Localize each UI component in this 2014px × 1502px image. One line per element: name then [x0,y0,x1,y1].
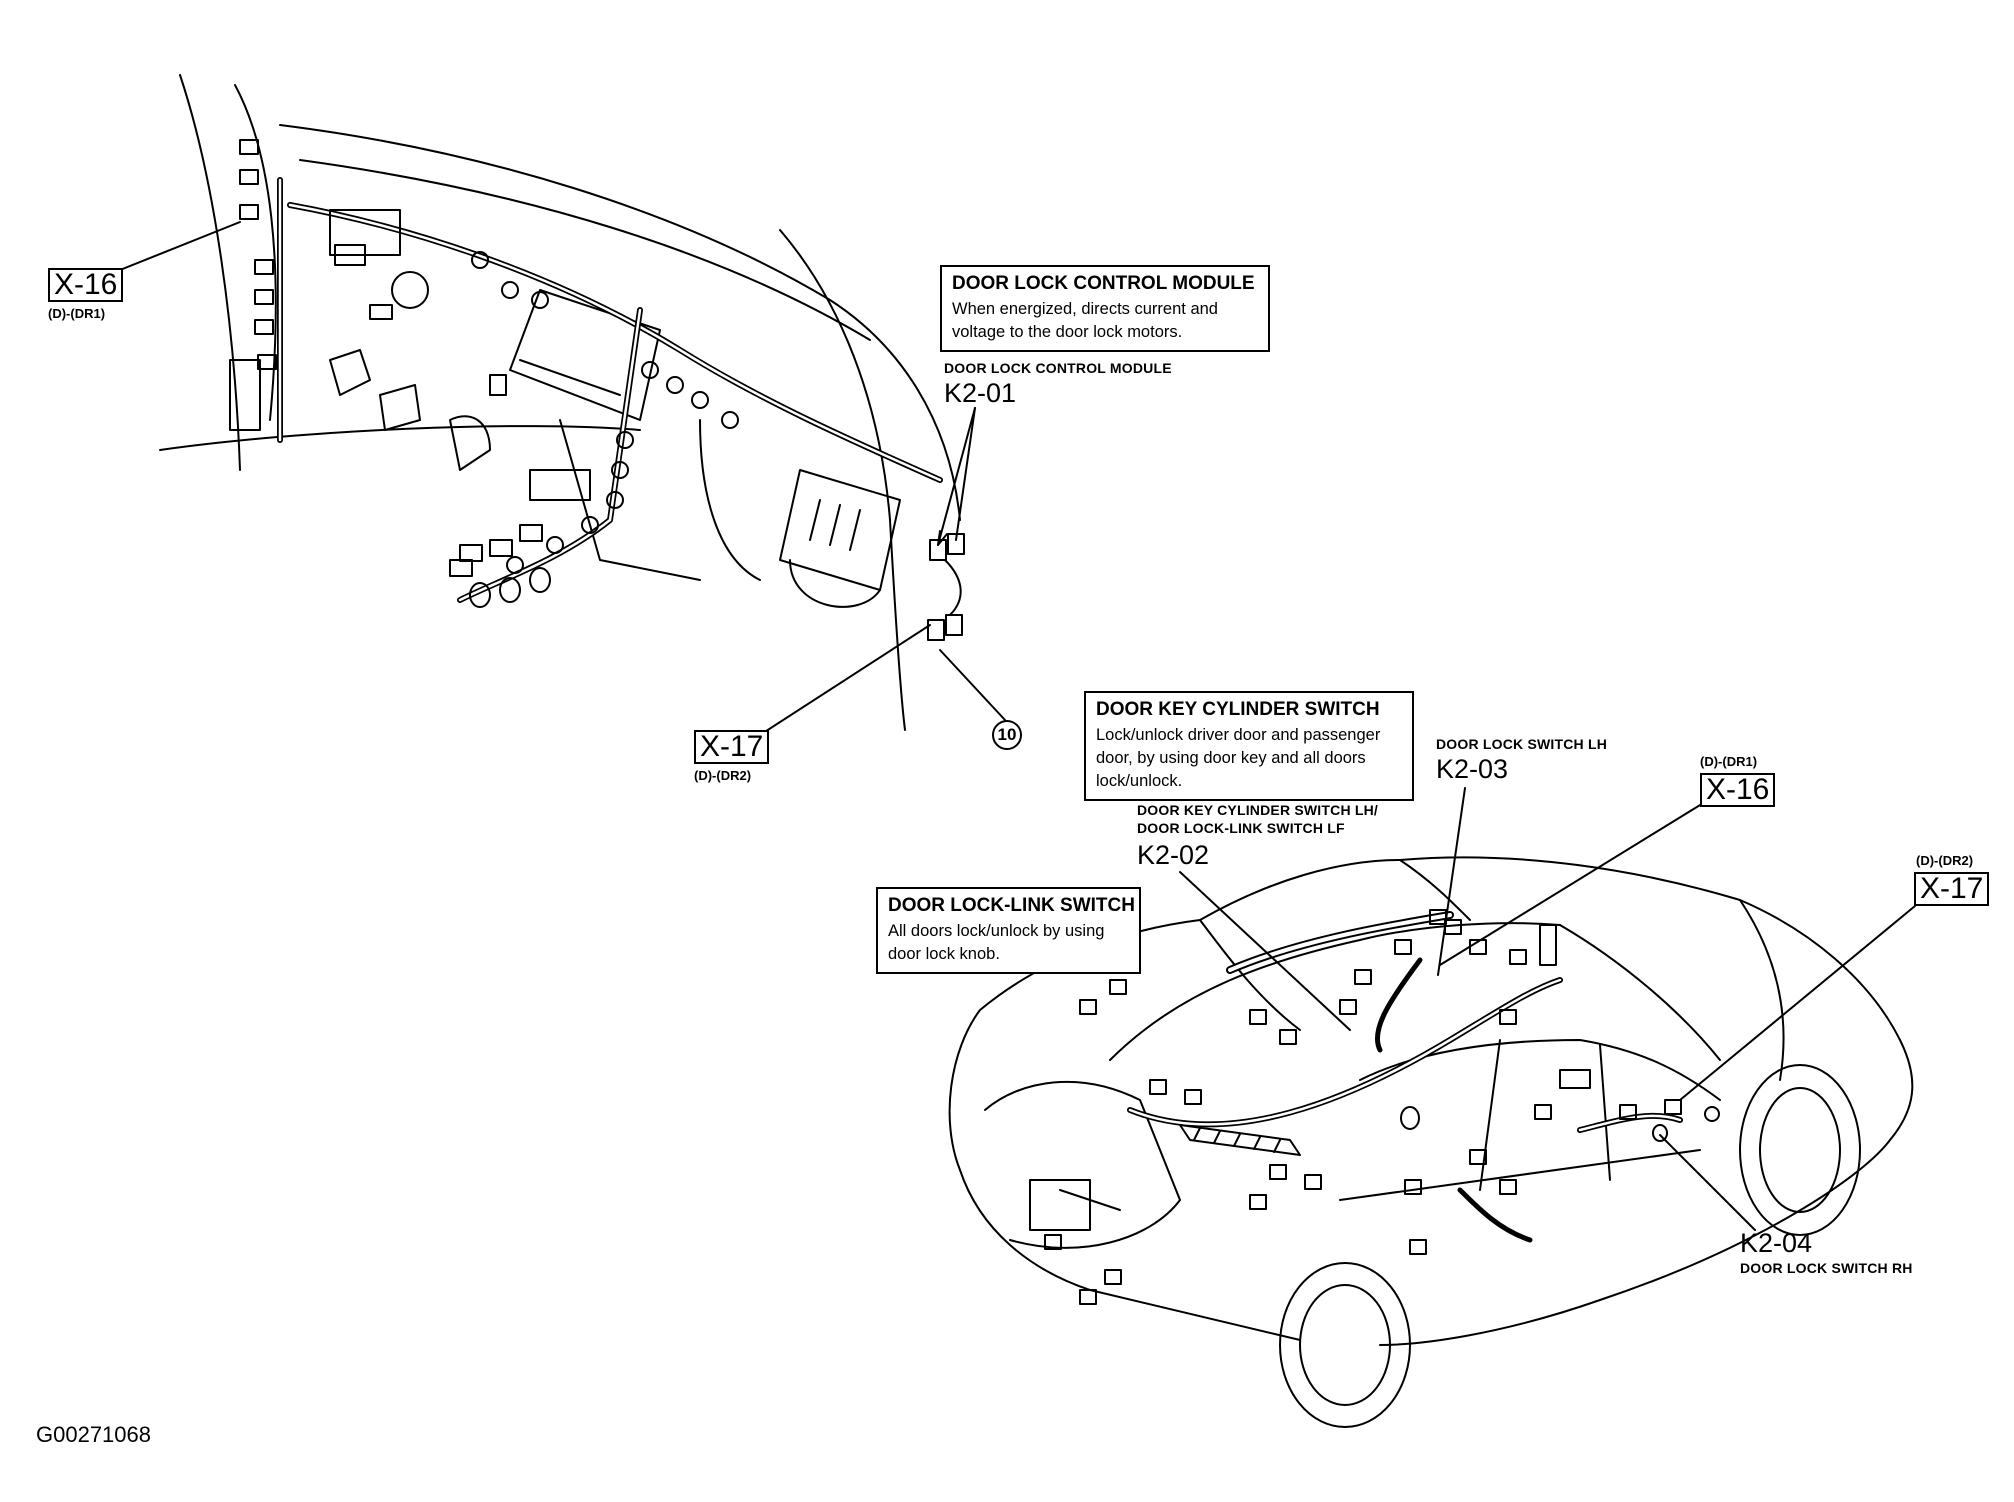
k2-02-code: K2-02 [1137,840,1210,870]
k2-02-name-line2: DOOR LOCK-LINK SWITCH LF [1137,820,1345,836]
x16-dash-label: X-16 [48,268,124,302]
x16-dash-sub: (D)-(DR1) [48,306,106,321]
leader-k2-03 [1437,787,1466,976]
dashboard-harness-illustration [159,74,965,731]
x17-dash-label: X-17 [694,730,770,764]
leader-k2-01-a [937,407,976,546]
x16-car-sub: (D)-(DR1) [1700,754,1758,769]
info-box-lock-link: DOOR LOCK-LINK SWITCH All doors lock/unl… [876,887,1141,974]
leader-circle-10 [939,649,1006,721]
leader-x17-dash [759,624,931,736]
circle-ref-10: 10 [992,720,1022,750]
k2-01-code: K2-01 [944,378,1017,408]
info-box-key-cylinder: DOOR KEY CYLINDER SWITCH Lock/unlock dri… [1084,691,1414,801]
info-box-title: DOOR LOCK-LINK SWITCH [888,895,1135,916]
x17-car-sub: (D)-(DR2) [1916,853,1974,868]
leader-x17-car [1679,905,1916,1101]
figure-id: G00271068 [36,1422,151,1447]
k2-01-name: DOOR LOCK CONTROL MODULE [944,360,1172,376]
x16-car-label: X-16 [1700,773,1776,807]
x17-car-label: X-17 [1914,872,1990,906]
k2-04-code: K2-04 [1740,1228,1813,1258]
info-box-desc: When energized, directs current and volt… [952,300,1218,341]
leader-x16-dash [119,221,241,271]
info-box-title: DOOR LOCK CONTROL MODULE [952,273,1255,294]
leader-k2-04 [1659,1134,1756,1231]
leader-k2-02 [1179,871,1351,1031]
info-box-title: DOOR KEY CYLINDER SWITCH [1096,699,1380,720]
info-box-control-module: DOOR LOCK CONTROL MODULE When energized,… [940,265,1270,352]
car-harness-illustration [948,856,1914,1428]
k2-04-name: DOOR LOCK SWITCH RH [1740,1260,1913,1276]
k2-03-code: K2-03 [1436,754,1509,784]
info-box-desc: All doors lock/unlock by using door lock… [888,922,1105,963]
k2-03-name: DOOR LOCK SWITCH LH [1436,736,1608,752]
leader-x16-car [1439,801,1706,966]
info-box-desc: Lock/unlock driver door and passenger do… [1096,726,1381,790]
x17-dash-sub: (D)-(DR2) [694,768,752,783]
leader-k2-01-b [955,407,976,541]
k2-02-name-line1: DOOR KEY CYLINDER SWITCH LH/ [1137,802,1379,818]
